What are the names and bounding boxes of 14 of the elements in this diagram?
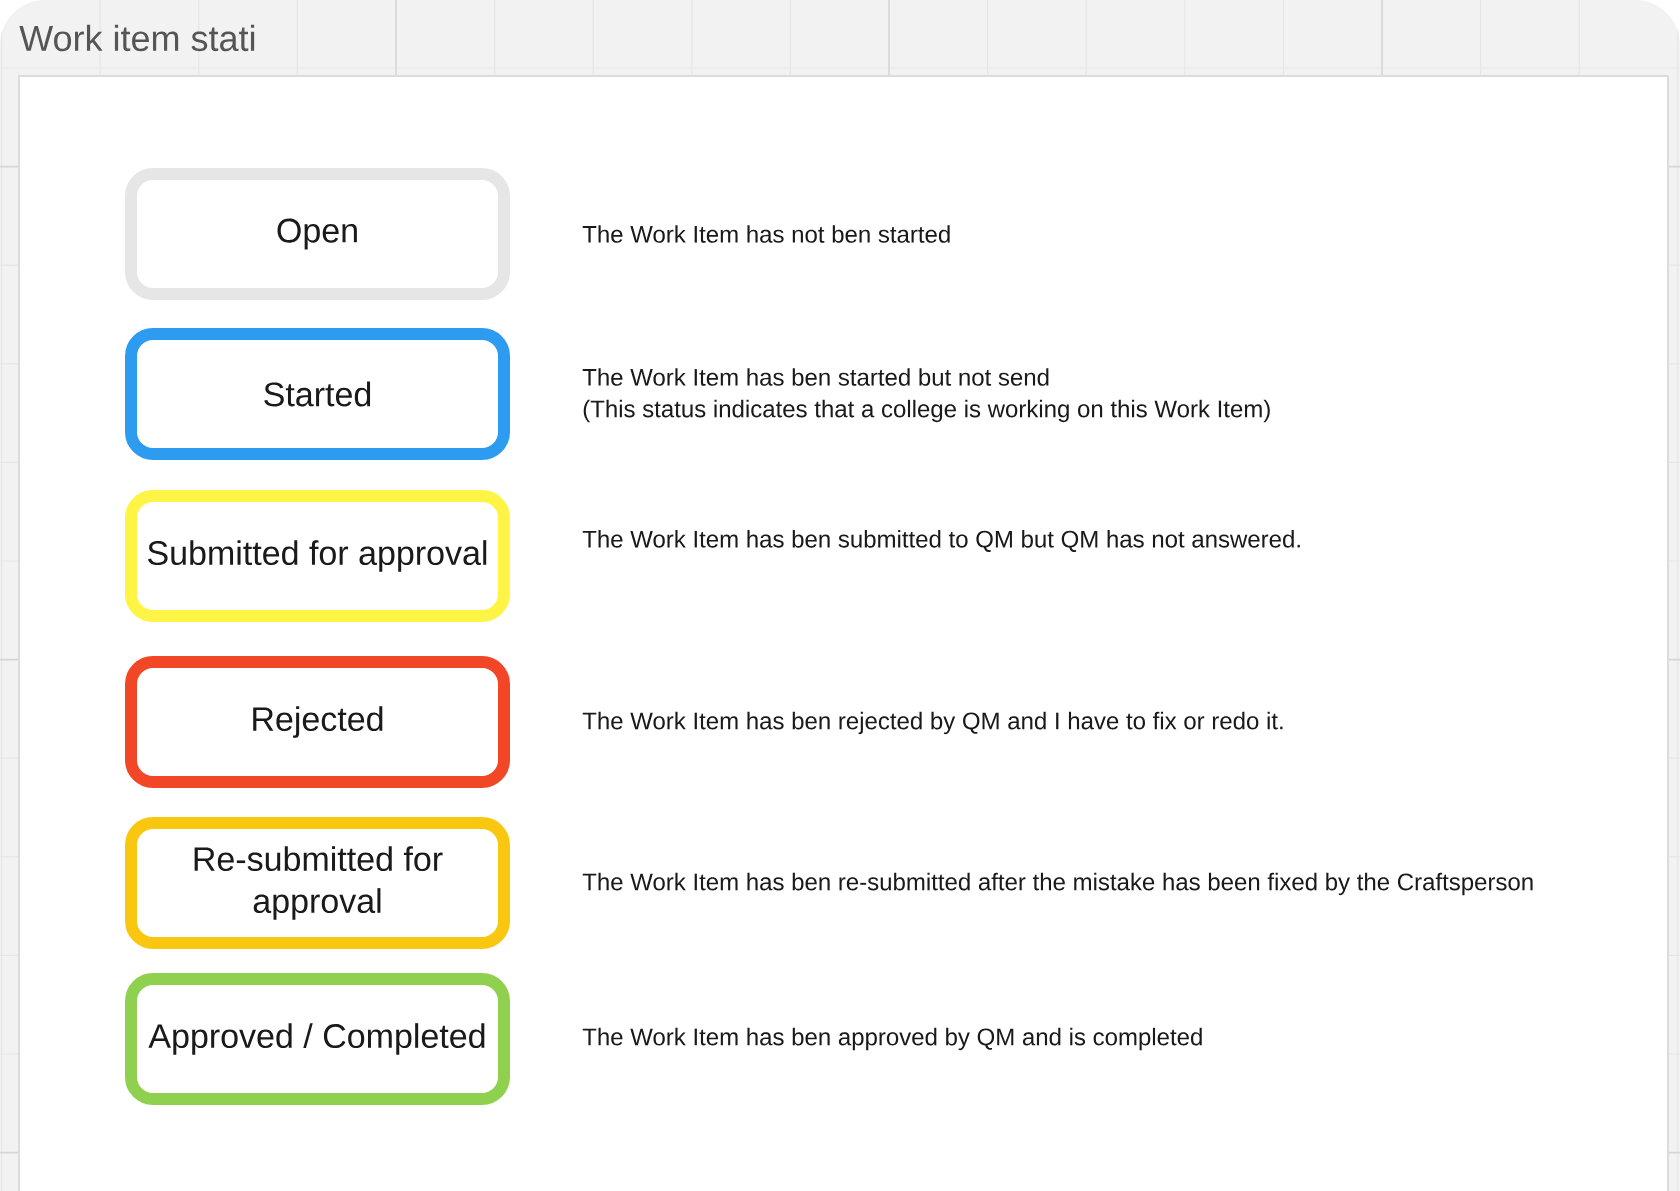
description-text: The Work Item has ben re-submitted after the mistake has been fixed by the Craftsperson xyxy=(582,872,1533,896)
frame-title: Work item stati xyxy=(19,24,255,52)
status-box: Open xyxy=(125,168,510,300)
description-text: The Work Item has ben submitted to QM but QM has not answered. xyxy=(582,530,1300,552)
description-text: The Work Item has not ben started xyxy=(582,225,950,243)
status-box: Rejected xyxy=(125,656,510,788)
status-box: Approved / Completed xyxy=(125,973,510,1105)
status-box: Started xyxy=(125,328,510,460)
description-text: The Work Item has ben started but not send xyxy=(582,368,1049,386)
status-box: Re-submitted for approval xyxy=(125,817,510,949)
status-box: Submitted for approval xyxy=(125,490,510,622)
description-text: The Work Item has ben rejected by QM and I have to fix or redo it. xyxy=(582,711,1283,735)
description-text: (This status indicates that a college is working on this Work Item) xyxy=(583,399,1270,423)
description-text: The Work Item has ben approved by QM and is completed xyxy=(582,1027,1202,1051)
